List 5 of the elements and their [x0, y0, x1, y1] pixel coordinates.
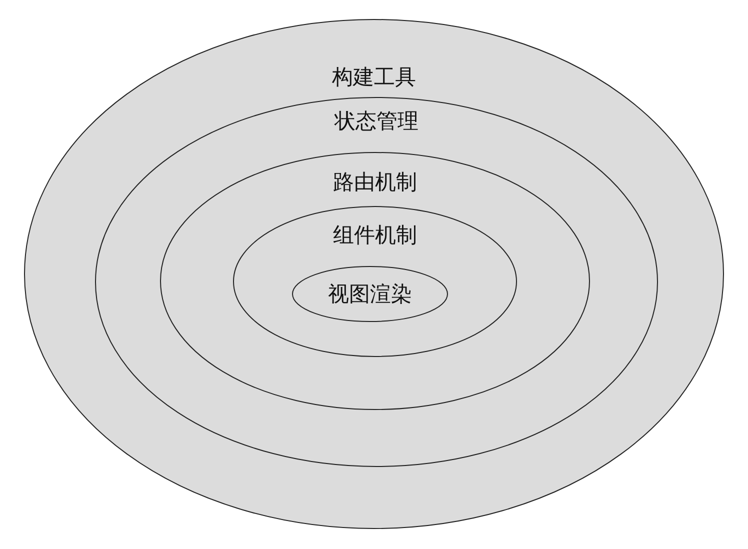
layer-label: 组件机制 [333, 222, 417, 248]
layer-label: 路由机制 [333, 169, 417, 195]
layer-label: 构建工具 [332, 64, 416, 90]
layer-label: 状态管理 [334, 108, 418, 134]
layer-label: 视图渲染 [328, 281, 412, 307]
